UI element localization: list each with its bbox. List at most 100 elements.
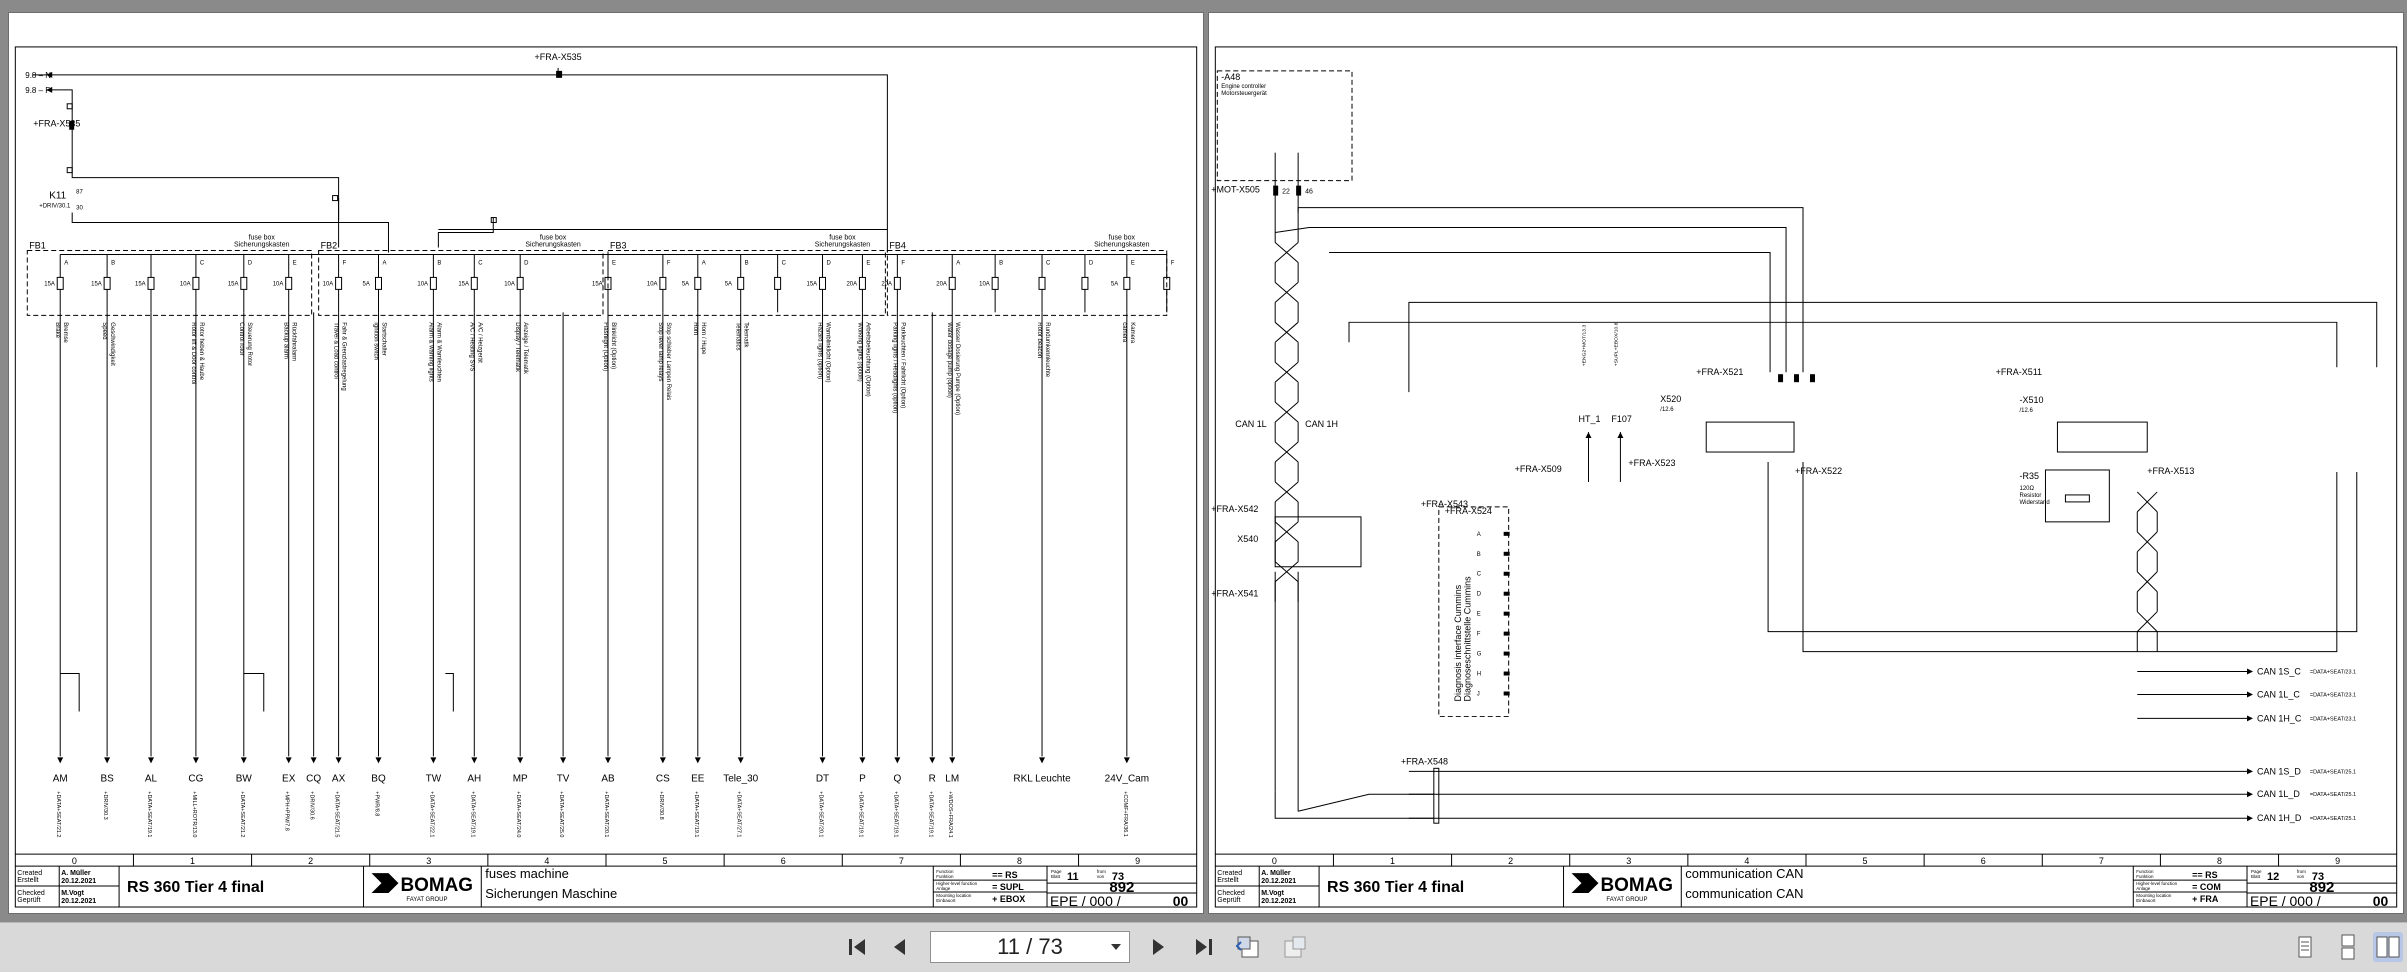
circuit-description-en: Stop lever lamp relays [657, 322, 663, 381]
terminal-tag: AX [332, 773, 346, 784]
fuse-rating: 15A [228, 281, 239, 287]
page-number-select[interactable]: 11 / 73 [930, 931, 1130, 963]
page-label-de: Blatt [1051, 874, 1061, 879]
connector-pin [1503, 671, 1510, 676]
wire [1274, 441, 1299, 463]
terminal-tag: P [859, 773, 866, 784]
circuit-description-en: Brake [54, 322, 60, 338]
arrow-down-icon [819, 757, 826, 764]
arrow-down-icon [859, 757, 866, 764]
fuse-rating: 5A [725, 281, 732, 287]
arrow-down-icon [517, 757, 524, 764]
last-page-button[interactable] [1188, 932, 1218, 962]
connector-label-mot: +MOT-X505 [1211, 185, 1260, 195]
page-description-en: communication CAN [1685, 866, 1803, 881]
fuse-symbol [470, 276, 478, 290]
drawing-title: RS 360 Tier 4 final [127, 879, 264, 896]
connector-pin [1273, 185, 1279, 196]
fuse-symbol [490, 217, 497, 224]
first-page-button[interactable] [843, 932, 873, 962]
fuse-rating: 10A [273, 281, 284, 287]
arrow-left-icon [46, 71, 53, 78]
fuse-position: D [248, 260, 253, 266]
relay-reference: +DRIV/30.1 [39, 204, 71, 210]
column-number: 2 [1508, 856, 1513, 866]
back-view-button[interactable] [1233, 932, 1263, 962]
terminal-reference: +DATA+SEAT/27.1 [736, 791, 742, 837]
circuit-description-de: Rotor heben & Haube [198, 322, 204, 380]
column-number: 3 [426, 856, 431, 866]
can-output-label: CAN 1L_C [2257, 689, 2300, 699]
terminal-reference: +DATA+SEAT/22.1 [428, 791, 434, 837]
created-label: Created [17, 870, 42, 877]
terminal-reference: +DATA+SEAT/20.1 [603, 791, 609, 837]
fuse-rating: 5A [363, 281, 370, 287]
document-number: 892 [1109, 879, 1134, 896]
connector-block-x548 [1433, 767, 1440, 824]
higher-level-label: Higher-level function [2136, 881, 2177, 886]
single-page-view-button[interactable] [2290, 932, 2320, 962]
wire [32, 67, 559, 76]
document-number: 892 [2309, 879, 2334, 896]
connector-ref-x510: /12.6 [2020, 408, 2034, 414]
arrow-down-icon [240, 757, 247, 764]
next-page-button[interactable] [1143, 932, 1173, 962]
fusebox-title: fuse box [249, 234, 276, 241]
column-number: 2 [308, 856, 313, 866]
connector-pin [1503, 591, 1510, 596]
terminal-reference: +WDOS+FRA/24.1 [947, 791, 953, 838]
connector-label-left: +FRA-X535 [33, 119, 80, 129]
fusebox-id: FB2 [321, 240, 337, 250]
forward-view-button[interactable] [1280, 932, 1310, 962]
circuit-description-de: Blinklicht (Option) [610, 322, 616, 369]
arrow-down-icon [310, 757, 317, 764]
wire [2136, 611, 2158, 632]
circuit-description-en: Water dosage pump (option) [946, 322, 952, 397]
ecu-name-de: Motorsteuergerät [1221, 91, 1267, 97]
ecu-outline [1216, 70, 1353, 182]
terminal-tag: BS [100, 773, 114, 784]
page-label: Page [1051, 869, 1062, 874]
checked-label: Checked [17, 890, 45, 897]
wire [1274, 561, 1299, 583]
fuse-rating: 15A [91, 281, 102, 287]
fuse-rating: 15A [44, 281, 55, 287]
connector-pin [1503, 691, 1510, 696]
two-page-view-button[interactable] [2373, 932, 2403, 962]
fuse-position: F [667, 260, 671, 266]
prev-page-button[interactable] [885, 932, 915, 962]
terminal-reference: +DATA+SEAT/19.1 [857, 791, 863, 837]
arrow-down-icon [560, 757, 567, 764]
fuse-symbol [991, 276, 999, 290]
fuse-symbol [192, 276, 200, 290]
drawing-title: RS 360 Tier 4 final [1327, 879, 1464, 896]
fuse-position: F [343, 260, 347, 266]
connector-label-x540: X540 [1237, 534, 1258, 544]
wire [1274, 361, 1299, 383]
revision-suffix: 00 [1173, 893, 1189, 909]
fuse-symbol [66, 167, 73, 174]
connector-pin [69, 120, 75, 130]
terminal-reference: +DATA+SEAT/19.1 [892, 791, 898, 837]
higher-level-value: = COM [2192, 882, 2221, 892]
continuous-view-button[interactable] [2333, 932, 2363, 962]
fuse-position: C [1046, 260, 1051, 266]
terminal-reference: +DATA+SEAT/19.1 [927, 791, 933, 837]
terminal-reference: +DATA+SEAT/21.2 [239, 791, 245, 837]
fuse-rating: 10A [979, 281, 990, 287]
terminal-tag: BQ [371, 773, 386, 784]
prev-page-icon [894, 939, 905, 955]
connector-pin [1296, 185, 1302, 196]
created-date: 20.12.2021 [1261, 878, 1296, 885]
function-value: == RS [992, 870, 1017, 880]
can-output-reference: =DATA+SEAT/23.1 [2310, 692, 2356, 698]
ecu-label: -A48 [1221, 72, 1240, 82]
arrow-down-icon [430, 757, 437, 764]
fuse-position: E [293, 260, 297, 266]
arrow-right-icon [2247, 768, 2254, 775]
location-label-de: Einbauort [2136, 898, 2156, 903]
fuse-rating: 10A [323, 281, 334, 287]
column-number: 6 [781, 856, 786, 866]
